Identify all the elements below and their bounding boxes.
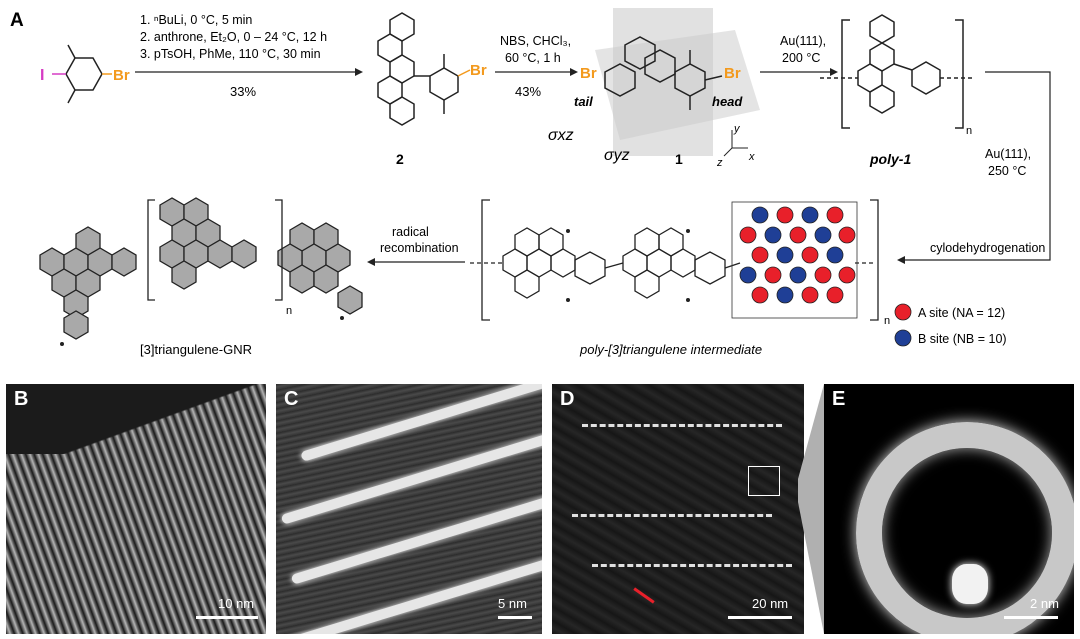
arrowhead-step5 (897, 256, 905, 264)
label-compound-2: 2 (396, 151, 404, 167)
terrace-dark-region (6, 384, 266, 454)
arrowhead-step1 (355, 68, 363, 76)
cond3-line2: 200 °C (782, 51, 820, 65)
axis-y-label: y (733, 123, 741, 135)
gnr-radical-1 (60, 342, 64, 346)
cond1-line3: 3. pTsOH, PhMe, 110 °C, 30 min (140, 47, 321, 61)
label-poly-1: poly-1 (869, 151, 911, 167)
panel-e-scale-text: 2 nm (1030, 596, 1059, 611)
label-tail: tail (574, 94, 593, 109)
axis-z-label: z (716, 157, 723, 169)
arrowhead-step6 (367, 258, 375, 266)
gnr-segments (572, 514, 772, 519)
panel-c-scale-bar (498, 616, 532, 619)
cond1-line1: 1. ⁿBuLi, 0 °C, 5 min (140, 13, 252, 27)
cond1-line2: 2. anthrone, Et₂O, 0 – 24 °C, 12 h (140, 30, 327, 44)
intermediate-n: n (884, 315, 890, 327)
yield1: 33% (230, 84, 256, 99)
compound-1-structure (604, 36, 723, 110)
bromine-atom-2: Br (470, 62, 487, 79)
label-product: [3]triangulene-GNR (140, 342, 252, 357)
arrowhead-step3 (830, 68, 838, 76)
cond4-line1: Au(111), (985, 147, 1031, 161)
gnr-brackets (147, 199, 283, 301)
starting-material (52, 44, 112, 104)
panel-b-scale-text: 10 nm (218, 596, 255, 611)
bromine-atom-tail: Br (580, 65, 597, 82)
panel-e-label: E (832, 388, 846, 410)
panel-d-label: D (560, 388, 575, 410)
step5-label: cylodehydrogenation (930, 241, 1045, 255)
gnr-radical-2 (340, 316, 344, 320)
iodine-atom: I (40, 67, 44, 84)
sigma-yz-plane (613, 8, 713, 156)
yield2: 43% (515, 84, 541, 99)
cond4-line2: 250 °C (988, 164, 1026, 178)
stm-panel-b: B 10 nm (6, 384, 266, 634)
bright-defect (952, 564, 988, 604)
legend-b-swatch (894, 329, 912, 347)
panel-a-label: A (10, 10, 24, 31)
axis-x-label: x (748, 151, 755, 163)
red-arrow-icon (633, 587, 655, 604)
cond2-line1: NBS, CHCl₃, (500, 34, 571, 48)
label-sigma-xz: σxz (548, 127, 574, 144)
poly1-n: n (966, 125, 972, 137)
step6-line2: recombination (380, 241, 459, 255)
arrow-connector (905, 71, 1051, 261)
stm-panel-d: D 20 nm (552, 384, 804, 634)
bromine-atom-head: Br (724, 65, 741, 82)
panel-c-label: C (284, 388, 299, 410)
compound-2-structure (377, 12, 471, 126)
label-compound-1: 1 (675, 151, 683, 167)
poly-1-structure (820, 14, 975, 129)
legend-a-swatch (894, 303, 912, 321)
panel-b-scale-bar (196, 616, 258, 619)
gnr-product-structure (39, 197, 363, 340)
stm-panel-c: C 5 nm (276, 384, 542, 634)
axes-icon (723, 130, 748, 157)
arrowhead-step2 (570, 68, 578, 76)
legend-a-label: A site (NA = 12) (918, 306, 1005, 320)
label-sigma-yz: σyz (604, 147, 630, 164)
legend-b-label: B site (NB = 10) (918, 332, 1007, 346)
gnr-segments (592, 564, 792, 569)
stm-panel-e: E 2 nm (824, 384, 1074, 634)
label-head: head (712, 94, 743, 109)
label-intermediate: poly-[3]triangulene intermediate (579, 342, 762, 357)
panel-c-scale-text: 5 nm (498, 596, 527, 611)
intermediate-structure (470, 199, 879, 321)
zoom-box (748, 466, 780, 496)
bromine-atom-sm: Br (113, 67, 130, 84)
ab-site-lattice (731, 201, 858, 319)
cond3-line1: Au(111), (780, 34, 826, 48)
panel-e-scale-bar (1004, 616, 1058, 619)
gnr-segments (582, 424, 782, 429)
gnr-n: n (286, 305, 292, 317)
zoom-wedge (798, 384, 824, 634)
step6-line1: radical (392, 225, 429, 239)
panel-d-scale-bar (728, 616, 792, 619)
cond2-line2: 60 °C, 1 h (505, 51, 561, 65)
radical-dots (566, 229, 690, 302)
panel-d-scale-text: 20 nm (752, 596, 789, 611)
panel-b-label: B (14, 388, 29, 410)
reaction-scheme: A I Br 1. ⁿBuLi, 0 °C, 5 min 2. anthrone… (10, 8, 1051, 357)
